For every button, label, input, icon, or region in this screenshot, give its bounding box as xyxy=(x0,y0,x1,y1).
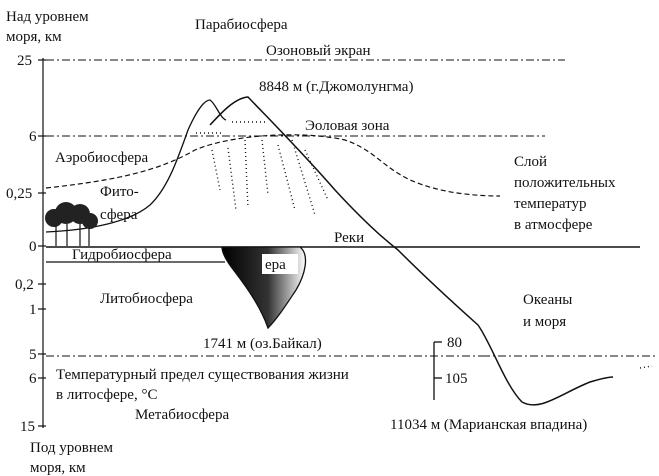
era-label-bg xyxy=(262,254,298,274)
oceans-label-line2: и моря xyxy=(523,314,566,330)
mountain-outline xyxy=(209,96,614,406)
temp-limit-label-line2: в литосфере, °C xyxy=(56,387,157,403)
tick-label: 1 xyxy=(29,302,37,318)
positive-temperature-layer xyxy=(45,134,501,197)
parabiosphere-label: Парабиосфера xyxy=(195,17,288,33)
trees-icon xyxy=(45,202,98,246)
metabiosphere-label: Метабиосфера xyxy=(135,407,229,423)
eolian-zone-label: Эоловая зона xyxy=(305,118,390,134)
temp-limit-label-line1: Температурный предел существования жизни xyxy=(56,367,349,383)
axis-top-label-line2: моря, км xyxy=(6,29,62,45)
axis-tick-marks xyxy=(38,59,46,427)
temp-layer-label-line2: положительных xyxy=(514,175,616,191)
axis-top-label-line1: Над уровнем xyxy=(6,9,89,25)
oceans-label-line1: Океаны xyxy=(523,292,572,308)
hydrobiosphere-label: Гидробиосфера xyxy=(72,247,172,263)
phytosphere-label-line2: сфера xyxy=(100,207,138,223)
temperature-bracket xyxy=(433,341,442,400)
tick-label: 25 xyxy=(17,53,32,69)
tick-label: 0,25 xyxy=(6,186,32,202)
aerobiosphere-label: Аэробиосфера xyxy=(55,150,149,166)
rivers-label: Реки xyxy=(334,230,364,246)
lithobiosphere-label: Литобиосфера xyxy=(100,291,193,307)
tick-label: 0,2 xyxy=(15,277,34,293)
temp-105-label: 105 xyxy=(445,371,468,387)
tick-label: 0 xyxy=(29,239,37,255)
phytosphere-hill xyxy=(45,99,227,233)
tick-label: 5 xyxy=(29,347,37,363)
ozone-screen-label: Озоновый экран xyxy=(266,43,371,59)
baikal-label: 1741 м (оз.Байкал) xyxy=(203,336,322,352)
everest-label: 8848 м (г.Джомолунгма) xyxy=(259,79,413,95)
tick-label: 6 xyxy=(29,371,37,387)
temp-layer-label-line1: Слой xyxy=(514,154,547,170)
era-label: ера xyxy=(265,257,286,273)
phytosphere-label-line1: Фито- xyxy=(100,184,139,200)
temp-80-label: 80 xyxy=(447,335,462,351)
mariana-label: 11034 м (Марианская впадина) xyxy=(390,417,587,433)
axis-bottom-label-line2: моря, км xyxy=(30,460,86,476)
tick-label: 15 xyxy=(20,419,35,435)
tick-label: 6 xyxy=(29,129,37,145)
temp-layer-label-line4: в атмосфере xyxy=(514,217,593,233)
temp-layer-label-line3: температур xyxy=(514,196,587,212)
mountain-dots xyxy=(196,121,653,369)
axis-bottom-label-line1: Под уровнем xyxy=(30,440,114,456)
